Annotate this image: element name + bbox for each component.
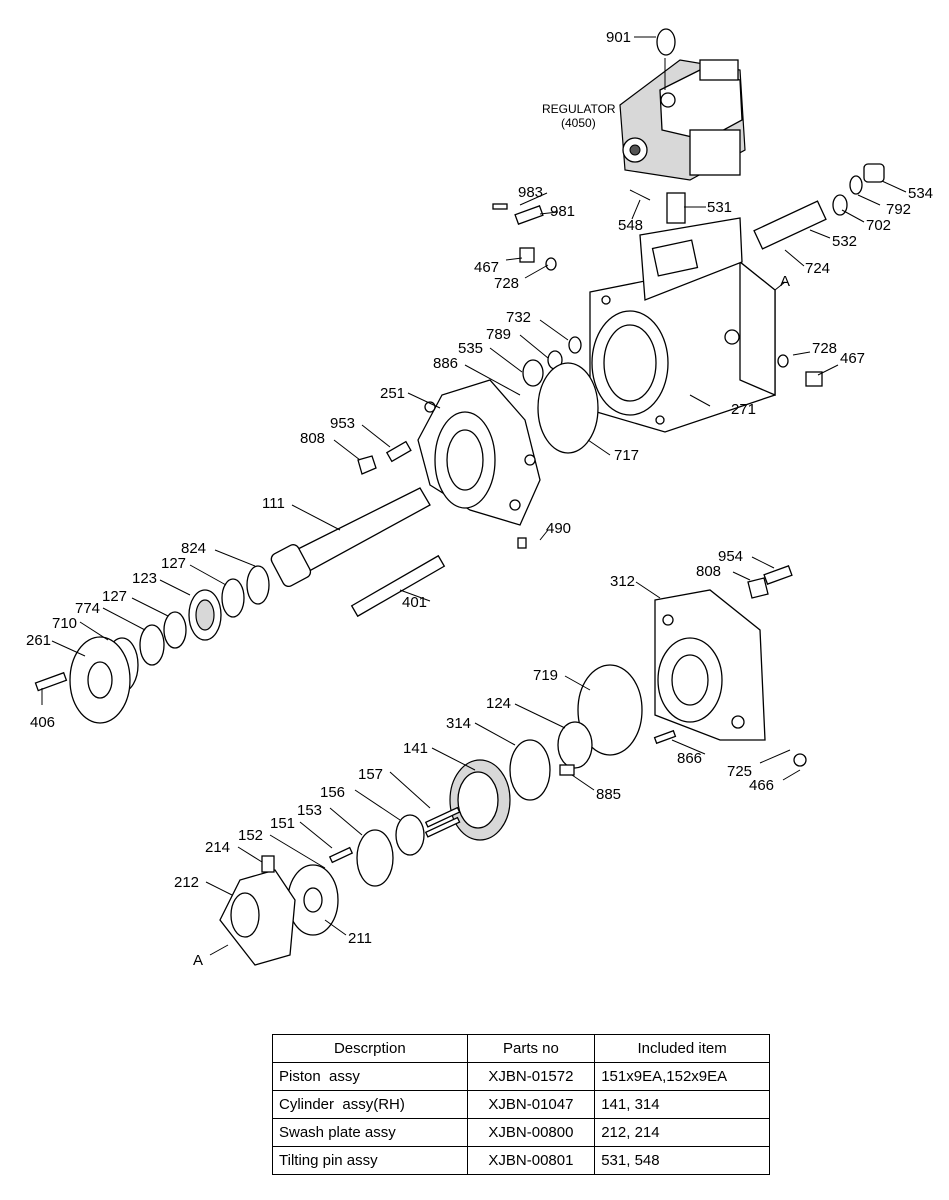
- callout-467-right: 467: [840, 350, 865, 367]
- callout-789: 789: [486, 326, 511, 343]
- leader-lines: [41, 36, 907, 956]
- cell-description: Cylinder assy(RH): [272, 1090, 468, 1119]
- callout-157: 157: [358, 766, 383, 783]
- callout-151: 151: [270, 815, 295, 832]
- table-row: Piston assy XJBN-01572 151x9EA,152x9EA: [272, 1062, 770, 1091]
- callout-728-right: 728: [812, 340, 837, 357]
- callout-885: 885: [596, 786, 621, 803]
- table-row: Swash plate assy XJBN-00800 212, 214: [272, 1118, 770, 1147]
- callout-532: 532: [832, 233, 857, 250]
- cell-included-item: 151x9EA,152x9EA: [594, 1062, 770, 1091]
- callout-127-lower: 127: [102, 588, 127, 605]
- callout-127-upper: 127: [161, 555, 186, 572]
- callout-954: 954: [718, 548, 743, 565]
- callout-a-top: A: [780, 273, 790, 290]
- callout-824: 824: [181, 540, 206, 557]
- callout-111: 111: [262, 495, 285, 512]
- callout-535: 535: [458, 340, 483, 357]
- cell-description: Tilting pin assy: [272, 1146, 468, 1175]
- cell-included-item: 531, 548: [594, 1146, 770, 1175]
- callout-728-top: 728: [494, 275, 519, 292]
- callout-467-top: 467: [474, 259, 499, 276]
- table-header-row: Descrption Parts no Included item: [272, 1034, 770, 1063]
- header-included-item: Included item: [594, 1034, 770, 1063]
- callout-719: 719: [533, 667, 558, 684]
- seal-cover-261: [34, 636, 131, 724]
- pump-casing-271: [589, 217, 776, 433]
- cell-parts-no: XJBN-01572: [466, 1062, 596, 1091]
- cell-parts-no: XJBN-00800: [466, 1118, 596, 1147]
- tie-bolt-401: [350, 554, 446, 618]
- callout-808-right: 808: [696, 563, 721, 580]
- regulator-label: REGULATOR: [542, 102, 616, 116]
- bearing-and-rings: [105, 565, 270, 693]
- swash-housing-251: [417, 379, 541, 526]
- callout-251: 251: [380, 385, 405, 402]
- rotating-group: [287, 664, 807, 936]
- callout-141: 141: [403, 740, 428, 757]
- callout-702: 702: [866, 217, 891, 234]
- regulator-code: (4050): [561, 116, 596, 130]
- header-parts-no: Parts no: [466, 1034, 596, 1063]
- callout-901: 901: [606, 29, 631, 46]
- callout-774: 774: [75, 600, 100, 617]
- swash-plate-212: [219, 855, 296, 966]
- callout-211: 211: [348, 930, 372, 947]
- parts-table: Descrption Parts no Included item Piston…: [272, 1034, 770, 1175]
- callout-548: 548: [618, 217, 643, 234]
- callout-953: 953: [330, 415, 355, 432]
- header-description: Descrption: [272, 1034, 468, 1063]
- callout-808-left: 808: [300, 430, 325, 447]
- callout-153: 153: [297, 802, 322, 819]
- callout-725: 725: [727, 763, 752, 780]
- callout-866: 866: [677, 750, 702, 767]
- callout-406: 406: [30, 714, 55, 731]
- cell-description: Piston assy: [272, 1062, 468, 1091]
- callout-886: 886: [433, 355, 458, 372]
- callout-401: 401: [402, 594, 427, 611]
- callout-490: 490: [546, 520, 571, 537]
- callout-124: 124: [486, 695, 511, 712]
- cell-parts-no: XJBN-01047: [466, 1090, 596, 1119]
- regulator-assembly: [619, 28, 746, 181]
- cell-included-item: 141, 314: [594, 1090, 770, 1119]
- drive-shaft-111: [270, 487, 431, 588]
- table-row: Cylinder assy(RH) XJBN-01047 141, 314: [272, 1090, 770, 1119]
- regulator-pins: [492, 163, 885, 250]
- callout-156: 156: [320, 784, 345, 801]
- callout-152: 152: [238, 827, 263, 844]
- callout-792: 792: [886, 201, 911, 218]
- callout-531: 531: [707, 199, 732, 216]
- callout-261: 261: [26, 632, 51, 649]
- callout-labels: REGULATOR (4050) 901 983 981 548 531 534…: [26, 29, 933, 969]
- callout-981: 981: [550, 203, 575, 220]
- cell-description: Swash plate assy: [272, 1118, 468, 1147]
- callout-212: 212: [174, 874, 199, 891]
- callout-732: 732: [506, 309, 531, 326]
- callout-271: 271: [731, 401, 756, 418]
- exploded-parts-diagram: REGULATOR (4050) 901 983 981 548 531 534…: [26, 28, 933, 969]
- cell-parts-no: XJBN-00801: [466, 1146, 596, 1175]
- callout-534: 534: [908, 185, 933, 202]
- callout-214: 214: [205, 839, 230, 856]
- callout-717: 717: [614, 447, 639, 464]
- table-row: Tilting pin assy XJBN-00801 531, 548: [272, 1146, 770, 1175]
- callout-710: 710: [52, 615, 77, 632]
- cell-included-item: 212, 214: [594, 1118, 770, 1147]
- callout-123: 123: [132, 570, 157, 587]
- small-parts-shaft-side: [357, 247, 823, 549]
- callout-312: 312: [610, 573, 635, 590]
- end-cover-312: [654, 565, 793, 741]
- callout-724: 724: [805, 260, 830, 277]
- callout-a-bottom: A: [193, 952, 203, 969]
- callout-314: 314: [446, 715, 471, 732]
- callout-466: 466: [749, 777, 774, 794]
- callout-983: 983: [518, 184, 543, 201]
